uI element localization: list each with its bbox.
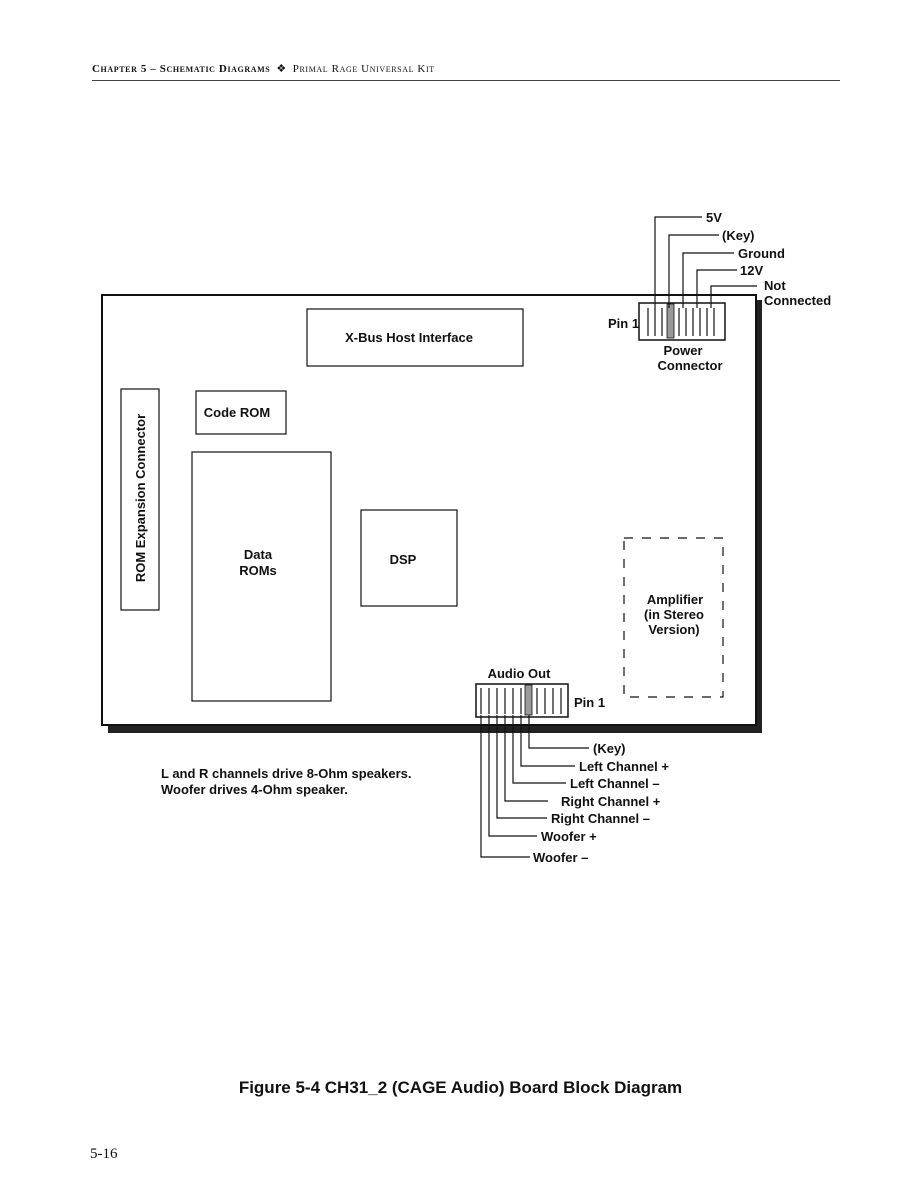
power-pin-ground: Ground <box>738 246 785 261</box>
header-rule <box>92 80 840 81</box>
audio-pin-left-plus: Left Channel + <box>579 759 669 774</box>
power-pin-connected: Connected <box>764 293 831 308</box>
data-roms-label-line2: ROMs <box>239 563 277 578</box>
power-pin1-label: Pin 1 <box>608 316 639 331</box>
amplifier-label-line1: Amplifier <box>647 592 703 607</box>
data-roms-label-line1: Data <box>244 547 273 562</box>
audio-pin-right-plus: Right Channel + <box>561 794 661 809</box>
audio-connector-pins <box>480 688 562 714</box>
page-number: 5-16 <box>90 1146 118 1162</box>
amplifier-block <box>623 537 724 698</box>
code-rom-block <box>195 390 287 435</box>
power-connector-label-line2: Connector <box>658 358 723 373</box>
running-header: Chapter 5 – Schematic Diagrams ❖ Primal Ra… <box>92 62 435 75</box>
data-roms-block <box>191 451 332 702</box>
power-pin-12v: 12V <box>740 263 763 278</box>
audio-pin-key: (Key) <box>593 741 626 756</box>
power-connector <box>638 302 726 341</box>
audio-pin-woofer-minus: Woofer – <box>533 850 588 865</box>
audio-out-label: Audio Out <box>488 666 551 681</box>
speaker-note-line1: L and R channels drive 8-Ohm speakers. <box>161 766 411 781</box>
header-chapter: Chapter 5 – Schematic Diagrams <box>92 63 271 75</box>
xbus-label: X-Bus Host Interface <box>345 330 473 345</box>
audio-leader-lines <box>480 715 589 858</box>
audio-key-slot <box>524 684 533 716</box>
xbus-host-interface-block <box>306 308 524 367</box>
power-leader-lines <box>654 216 757 308</box>
audio-pin-woofer-plus: Woofer + <box>541 829 597 844</box>
code-rom-label: Code ROM <box>204 405 270 420</box>
speaker-note-line2: Woofer drives 4-Ohm speaker. <box>161 782 348 797</box>
power-key-slot <box>666 303 675 339</box>
power-pin-key: (Key) <box>722 228 755 243</box>
audio-pin1-label: Pin 1 <box>574 695 605 710</box>
rom-expansion-connector-block <box>120 388 160 611</box>
power-connector-pins <box>647 308 715 336</box>
power-pin-5v: 5V <box>706 210 722 225</box>
amplifier-label-line2: (in Stereo <box>644 607 704 622</box>
header-separator: ❖ <box>276 63 287 75</box>
header-book-title: Primal Rage Universal Kit <box>292 63 435 75</box>
power-pin-not: Not <box>764 278 786 293</box>
audio-pin-right-minus: Right Channel – <box>551 811 650 826</box>
audio-pin-left-minus: Left Channel – <box>570 776 660 791</box>
rom-expansion-label: ROM Expansion Connector <box>133 414 148 582</box>
amplifier-label-line3: Version) <box>648 622 699 637</box>
dsp-label: DSP <box>390 552 417 567</box>
audio-out-connector <box>475 683 569 718</box>
dsp-block <box>360 509 458 607</box>
power-connector-label-line1: Power <box>663 343 702 358</box>
figure-caption: Figure 5-4 CH31_2 (CAGE Audio) Board Blo… <box>238 1078 683 1097</box>
